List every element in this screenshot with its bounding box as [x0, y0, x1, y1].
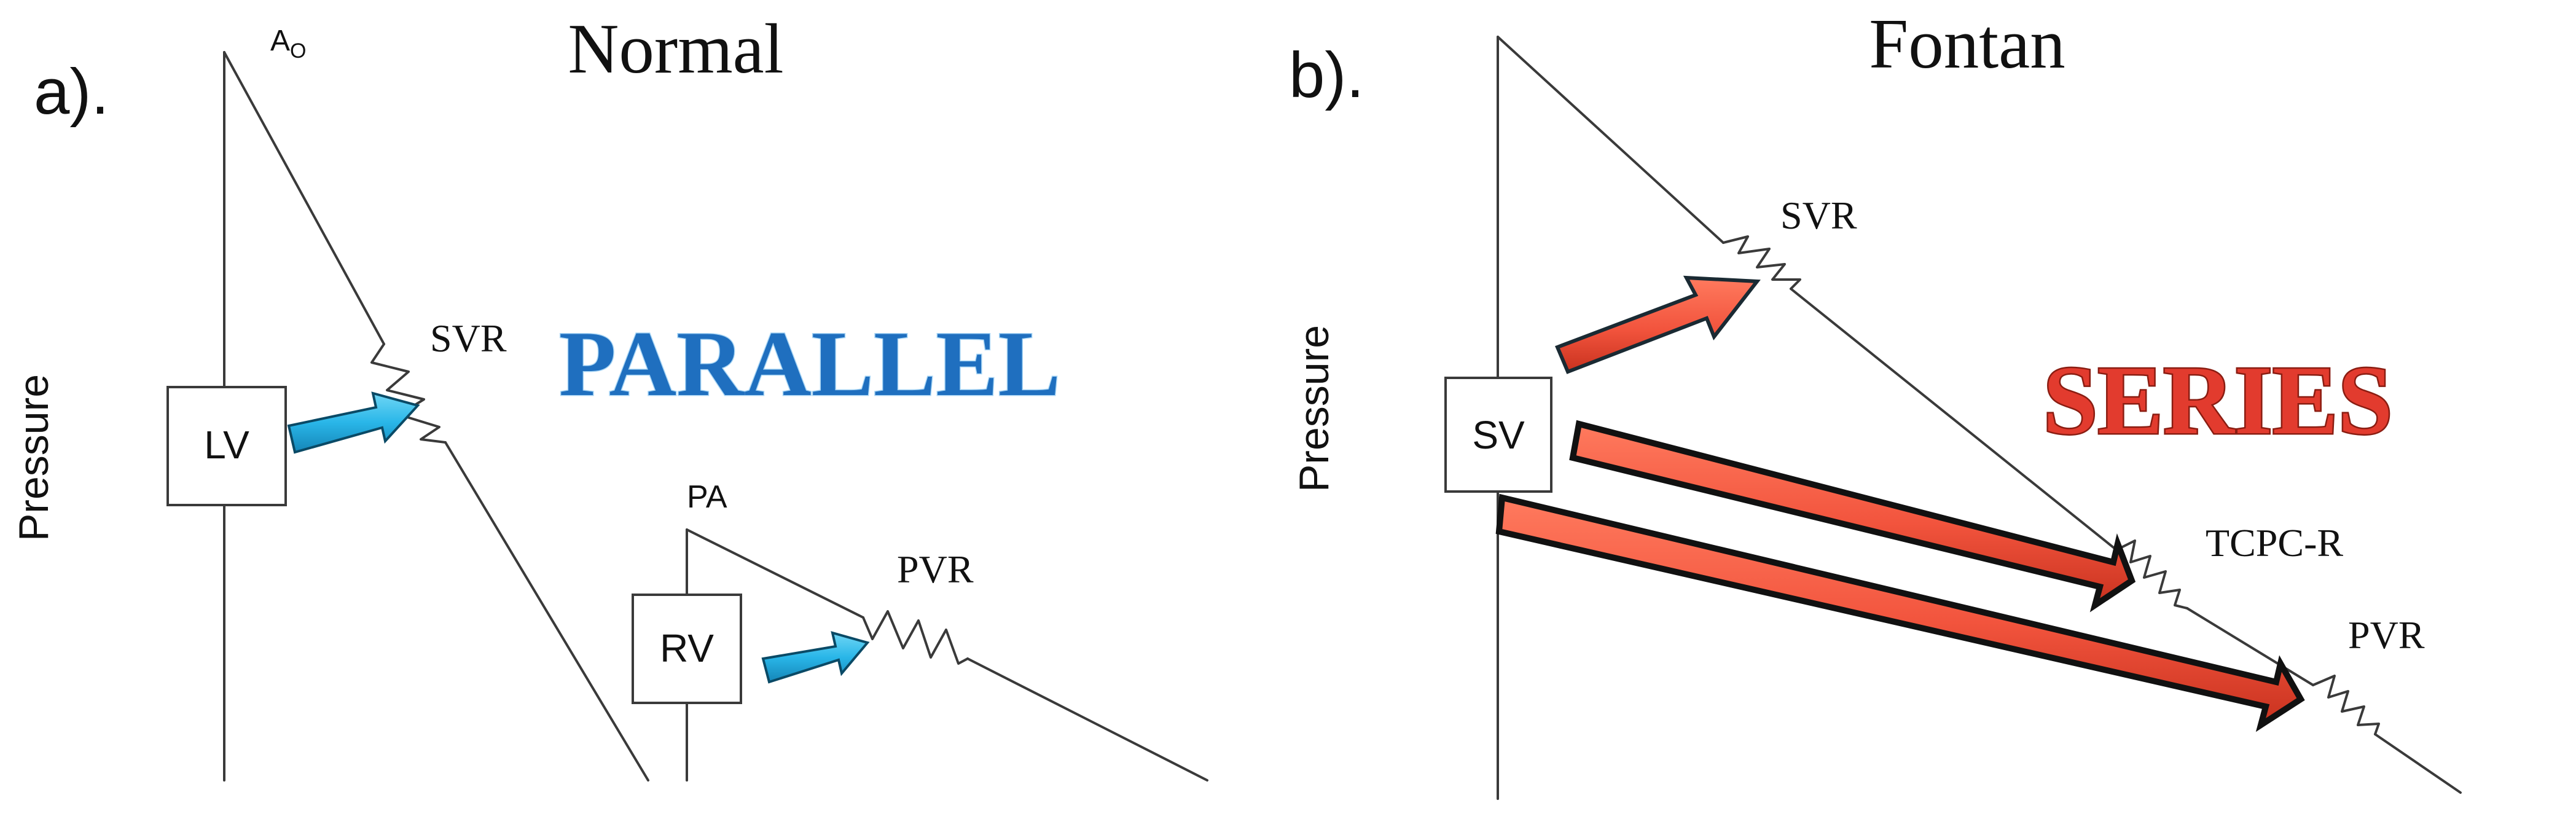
panel-a-label: a).	[34, 56, 109, 128]
svr-resistor-zigzag	[370, 343, 447, 444]
rv-box	[632, 594, 742, 704]
systemic-venous-return-line	[444, 441, 649, 782]
panel-a-title: Normal	[568, 10, 783, 88]
pvr-label-fontan: PVR	[2348, 613, 2425, 657]
fontan-tcpc-to-pvr-line	[2186, 607, 2314, 686]
pvr-label-normal: PVR	[897, 547, 974, 591]
sv-label: SV	[1472, 413, 1525, 457]
aorta-label: AO	[270, 25, 306, 63]
svr-label-fontan: SVR	[1780, 194, 1857, 237]
pulmonary-venous-return-line	[966, 657, 1208, 782]
lv-label: LV	[204, 423, 249, 467]
rv-to-pvr-flow-arrow	[761, 631, 870, 684]
rv-label: RV	[660, 626, 714, 670]
relation-word-parallel: PARALLEL	[559, 312, 1060, 415]
pvr-resistor-zigzag	[862, 610, 969, 665]
pa-label: PA	[687, 479, 727, 515]
svr-label-normal: SVR	[430, 316, 507, 360]
panel-b-label: b).	[1289, 39, 1364, 111]
panel-a-y-axis-label: Pressure	[10, 374, 57, 541]
sv-to-tcpc-flow-arrow	[1569, 420, 2136, 613]
panel-a-normal: a). Normal Pressure AO LV SVR PARALLEL P…	[10, 10, 1208, 782]
panel-b-fontan: b). Fontan Pressure SV SVR TCPC-R PVR SE…	[1289, 5, 2462, 800]
panel-b-title: Fontan	[1869, 5, 2065, 83]
panel-b-y-axis-label: Pressure	[1291, 325, 1337, 492]
tcpc-resistor-zigzag	[2115, 539, 2188, 609]
systemic-pressure-decline-line	[223, 51, 385, 345]
lv-to-svr-flow-arrow	[287, 391, 420, 454]
pulmonary-pressure-decline-line	[686, 528, 864, 619]
tcpc-r-label: TCPC-R	[2206, 521, 2343, 565]
fontan-svr-resistor-zigzag	[1722, 235, 1801, 290]
lv-box	[166, 386, 287, 506]
fontan-systemic-to-tcpc-line	[1790, 288, 2118, 551]
fontan-pulmonary-venous-line	[2374, 733, 2462, 794]
relation-word-series: SERIES	[2043, 345, 2392, 455]
sv-to-pvr-flow-arrow	[1495, 493, 2305, 732]
sv-to-svr-flow-arrow	[1555, 275, 1761, 374]
fontan-pvr-resistor-zigzag	[2312, 675, 2380, 735]
sv-box	[1444, 377, 1552, 493]
fontan-systemic-decline-line	[1497, 36, 1725, 244]
